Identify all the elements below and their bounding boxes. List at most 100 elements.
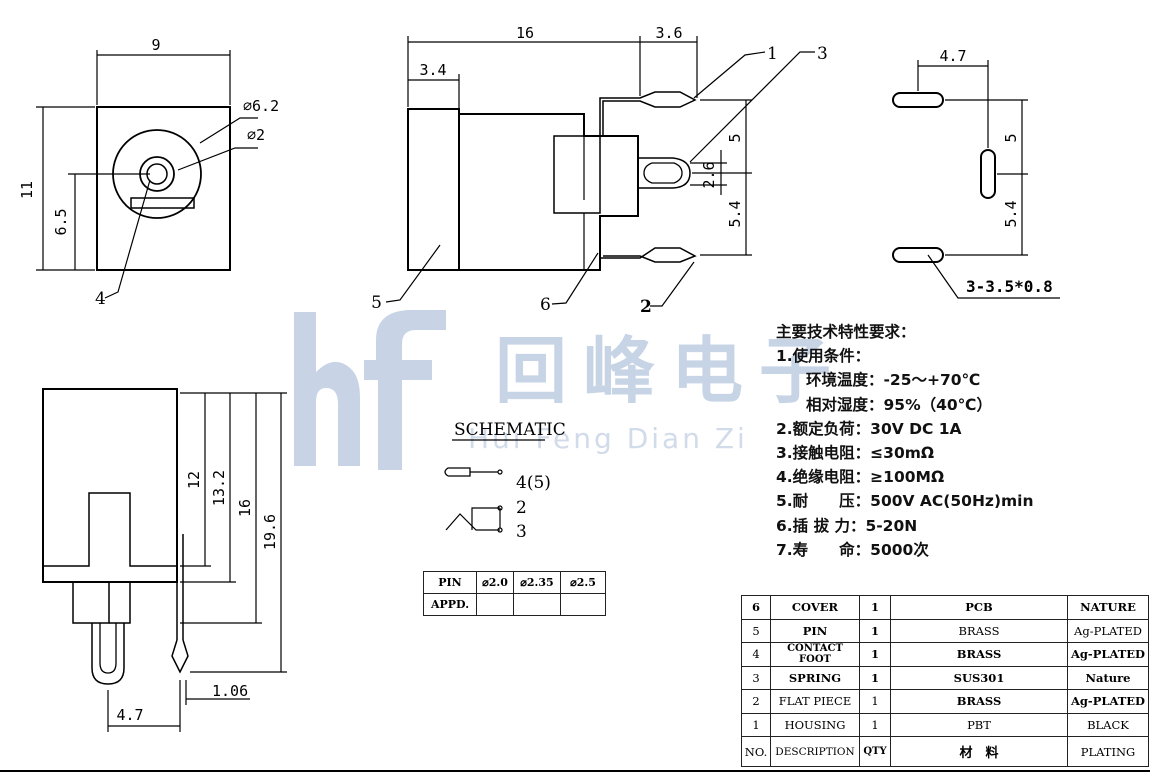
spec-line: 7.寿 命：5000次 — [776, 540, 929, 559]
dim-top-slot: 2.6 — [700, 161, 718, 188]
bom-row: 4 CONTACT FOOT 1 BRASS Ag-PLATED — [741, 642, 1149, 667]
bom-plating: PLATING — [1067, 736, 1149, 767]
bom-desc: CONTACT FOOT — [770, 642, 860, 667]
dim-pcb-slot: 3-3.5*0.8 — [966, 277, 1053, 296]
spec-line: 2.额定负荷：30V DC 1A — [776, 419, 962, 438]
pin-table-cell — [476, 593, 514, 616]
schematic-pin-2: 2 — [516, 498, 527, 518]
dim-outer-diameter: ⌀6.2 — [243, 97, 279, 115]
bom-plating: Ag-PLATED — [1067, 642, 1149, 667]
specs-title: 主要技术特性要求： — [776, 323, 916, 341]
spec-line: 环境温度：-25～+70℃ — [806, 371, 981, 390]
bom-no: 1 — [741, 712, 771, 737]
bom-qty: 1 — [859, 618, 891, 643]
pcb-layout — [892, 60, 1060, 299]
pin-table-row-label: APPD. — [423, 593, 477, 616]
bom-desc: SPRING — [770, 665, 860, 690]
bom-no: 5 — [741, 618, 771, 643]
bom-no: 4 — [741, 642, 771, 667]
bom-row: 1 HOUSING 1 PBT BLACK — [741, 712, 1149, 737]
bom-qty: 1 — [859, 595, 891, 620]
side-view — [385, 36, 815, 307]
spec-line: 5.耐 压：500V AC(50Hz)min — [776, 492, 1034, 511]
pin-table-header: PIN — [423, 571, 477, 594]
bom-no: NO. — [741, 736, 771, 767]
pin-table-header: ⌀2.35 — [513, 571, 561, 594]
bom-plating: NATURE — [1067, 595, 1149, 620]
dim-front-height: 11 — [18, 181, 36, 199]
bom-no: 2 — [741, 689, 771, 714]
dim-pin-diameter: ⌀2 — [247, 126, 265, 144]
bom-desc: HOUSING — [770, 712, 860, 737]
pin-table-cell — [513, 593, 561, 616]
bom-qty: 1 — [859, 689, 891, 714]
callout-2: 2 — [640, 297, 652, 317]
dim-front-center: 6.5 — [52, 208, 70, 235]
pin-table: PIN ⌀2.0 ⌀2.35 ⌀2.5 APPD. — [423, 571, 606, 616]
bom-row: 3 SPRING 1 SUS301 Nature — [741, 665, 1149, 690]
schematic-diagram — [444, 439, 545, 533]
dim-top-pin-b: 5.4 — [726, 200, 744, 227]
callout-6: 6 — [540, 295, 551, 315]
dim-pcb-a: 5 — [1002, 133, 1020, 142]
dim-side-h2: 13.2 — [210, 470, 228, 506]
bom-mat: PCB — [890, 595, 1068, 620]
bom-row: 2 FLAT PIECE 1 BRASS Ag-PLATED — [741, 689, 1149, 714]
schematic-pin-3: 3 — [516, 522, 527, 542]
schematic-title: SCHEMATIC — [454, 420, 566, 440]
bom-mat: BRASS — [890, 618, 1068, 643]
schematic-pin-4: 4(5) — [516, 473, 551, 493]
pin-table-header: ⌀2.0 — [476, 571, 514, 594]
bottom-view — [42, 388, 287, 732]
bom-plating: BLACK — [1067, 712, 1149, 737]
bom-mat: BRASS — [890, 642, 1068, 667]
callout-1: 1 — [767, 44, 778, 64]
dim-side-h3: 16 — [236, 499, 254, 517]
spec-line: 6.插 拔 力：5-20N — [776, 516, 918, 535]
bom-desc: COVER — [770, 595, 860, 620]
pin-table-header-row: PIN ⌀2.0 ⌀2.35 ⌀2.5 — [423, 571, 606, 594]
bom-qty: 1 — [859, 712, 891, 737]
bom-qty: 1 — [859, 665, 891, 690]
pin-table-header: ⌀2.5 — [560, 571, 606, 594]
bom-desc: DESCRIPTION — [770, 736, 860, 767]
dim-pcb-x: 4.7 — [939, 47, 966, 65]
bom-plating: Ag-PLATED — [1067, 689, 1149, 714]
pin-table-cell — [560, 593, 606, 616]
bom-plating: Ag-PLATED — [1067, 618, 1149, 643]
front-view — [36, 50, 258, 299]
callout-3: 3 — [817, 44, 828, 64]
bom-table: 6 COVER 1 PCB NATURE 5 PIN 1 BRASS Ag-PL… — [741, 595, 1149, 767]
bom-header-row: NO. DESCRIPTION QTY 材 料 PLATING — [741, 736, 1149, 767]
spec-line: 相对湿度：95%（40℃） — [806, 395, 992, 414]
callout-5: 5 — [371, 293, 382, 313]
bom-qty: QTY — [859, 736, 891, 767]
dim-top-pin-a: 5 — [726, 133, 744, 142]
bom-row: 5 PIN 1 BRASS Ag-PLATED — [741, 618, 1149, 643]
specs-list: 主要技术特性要求： 1.使用条件： 环境温度：-25～+70℃ 相对湿度：95%… — [776, 320, 1034, 562]
dim-side-h1: 12 — [185, 471, 203, 489]
bom-desc: PIN — [770, 618, 860, 643]
bom-plating: Nature — [1067, 665, 1149, 690]
bom-qty: 1 — [859, 642, 891, 667]
dim-pcb-b: 5.4 — [1002, 200, 1020, 227]
bom-no: 6 — [741, 595, 771, 620]
bom-row: 6 COVER 1 PCB NATURE — [741, 595, 1149, 620]
dim-front-width: 9 — [151, 36, 160, 54]
pin-table-row: APPD. — [423, 593, 606, 616]
bom-mat: PBT — [890, 712, 1068, 737]
bom-mat: SUS301 — [890, 665, 1068, 690]
bom-mat: 材 料 — [890, 736, 1068, 767]
dim-top-rear: 3.6 — [655, 24, 682, 42]
spec-line: 3.接触电阻：≤30mΩ — [776, 443, 935, 462]
spec-line: 1.使用条件： — [776, 347, 871, 366]
dim-side-h4: 19.6 — [261, 514, 279, 550]
spec-line: 4.绝缘电阻：≥100MΩ — [776, 468, 945, 487]
callout-4: 4 — [95, 289, 106, 309]
dim-top-front: 3.4 — [419, 61, 446, 79]
bom-mat: BRASS — [890, 689, 1068, 714]
bom-desc: FLAT PIECE — [770, 689, 860, 714]
dim-top-length: 16 — [516, 24, 534, 42]
dim-side-spacing: 4.7 — [116, 706, 143, 724]
